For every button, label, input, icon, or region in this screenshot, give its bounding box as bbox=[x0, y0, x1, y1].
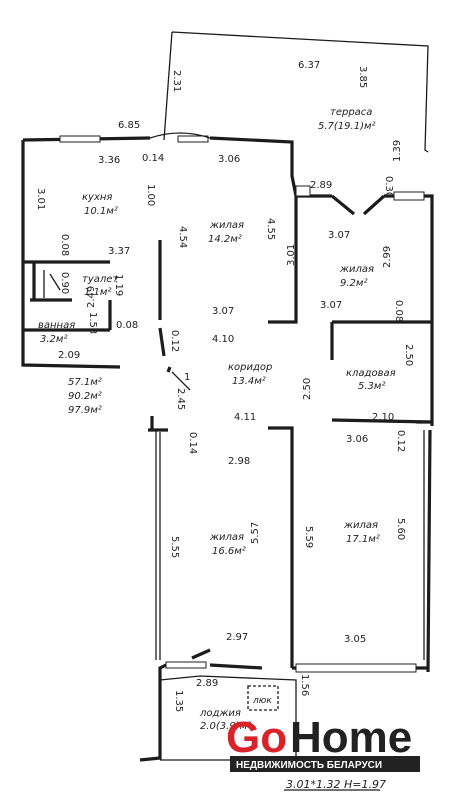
window bbox=[393, 191, 425, 201]
living4-area: 17.1м² bbox=[346, 534, 380, 545]
living1-area: 14.2м² bbox=[208, 234, 242, 245]
dim: 4.55 bbox=[265, 218, 276, 240]
dim: 0.14 bbox=[142, 153, 164, 164]
living1-name: жилая bbox=[209, 220, 244, 231]
total-2: 90.2м² bbox=[68, 391, 102, 402]
living3-name: жилая bbox=[209, 532, 244, 543]
dim: 3.37 bbox=[108, 246, 130, 257]
dim: 5.59 bbox=[303, 526, 314, 548]
dim: 2.09 bbox=[58, 350, 80, 361]
toilet-area: 1.1м² bbox=[84, 287, 111, 298]
dim: 0.12 bbox=[395, 430, 406, 452]
bathroom-name: ванная bbox=[38, 320, 75, 331]
toilet-fixture bbox=[43, 270, 61, 298]
dim: 2.50 bbox=[403, 344, 414, 366]
dim: 3.07 bbox=[320, 300, 342, 311]
storage-area: 5.3м² bbox=[358, 381, 385, 392]
dim: 2.49 bbox=[86, 286, 97, 308]
gohome-logo: Go Home НЕДВИЖИМОСТЬ БЕЛАРУСИ bbox=[226, 713, 420, 772]
logo-go: Go bbox=[226, 713, 287, 762]
internal-wall bbox=[24, 196, 433, 668]
dim: 2.89 bbox=[196, 678, 218, 689]
dim: 3.05 bbox=[344, 634, 366, 645]
left-wall-line bbox=[155, 430, 161, 660]
window bbox=[295, 663, 417, 673]
kitchen-area: 10.1м² bbox=[84, 206, 118, 217]
dim: 2.89 bbox=[310, 180, 332, 191]
terrace-door bbox=[330, 194, 386, 216]
dim: 2.31 bbox=[171, 70, 182, 92]
dim: 3.36 bbox=[98, 155, 120, 166]
dim: 6.37 bbox=[298, 60, 320, 71]
corridor-area: 13.4м² bbox=[232, 376, 266, 387]
dim: 1.35 bbox=[173, 690, 184, 712]
dim: 3.85 bbox=[357, 66, 368, 88]
corridor-name: коридор bbox=[228, 362, 272, 373]
logo-home: Home bbox=[290, 713, 412, 762]
loggia-area: 2.0(3.9)м² bbox=[200, 721, 251, 732]
logo-tagline: НЕДВИЖИМОСТЬ БЕЛАРУСИ bbox=[236, 760, 382, 771]
living4-name: жилая bbox=[343, 520, 378, 531]
hatch-box bbox=[247, 685, 279, 711]
storage-name: кладовая bbox=[346, 368, 396, 379]
dim: 1.39 bbox=[392, 140, 403, 162]
terrace-name: терраса bbox=[330, 107, 372, 118]
dim: 1.56 bbox=[299, 674, 310, 696]
logo-tagline-bg bbox=[230, 756, 420, 772]
dim: 3.07 bbox=[328, 230, 350, 241]
terrace-outline bbox=[163, 31, 429, 153]
dim: 3.06 bbox=[346, 434, 368, 445]
corridor-mark bbox=[171, 371, 191, 391]
dim: 0.90 bbox=[59, 272, 70, 294]
dim: 2.45 bbox=[175, 388, 186, 410]
dim: 1.53 bbox=[87, 312, 98, 334]
dim: 6.85 bbox=[118, 120, 140, 131]
dim: 3.07 bbox=[212, 306, 234, 317]
dim: 1.00 bbox=[145, 184, 156, 206]
dim: 4.54 bbox=[177, 226, 188, 248]
loggia-door bbox=[191, 648, 211, 660]
dim: 2.99 bbox=[382, 246, 393, 268]
dim: 0.08 bbox=[393, 300, 404, 322]
window bbox=[295, 185, 311, 197]
bathroom-area: 3.2м² bbox=[40, 334, 67, 345]
dim: 2.97 bbox=[226, 632, 248, 643]
window bbox=[165, 661, 207, 669]
window bbox=[59, 135, 101, 143]
dim: 2.10 bbox=[372, 412, 394, 423]
dim: 2.50 bbox=[302, 378, 313, 400]
dim: 1.19 bbox=[113, 274, 124, 296]
living2-area: 9.2м² bbox=[340, 278, 367, 289]
dim: 0.30 bbox=[383, 176, 394, 198]
dim: 5.60 bbox=[395, 518, 406, 540]
loggia-name: лоджия bbox=[199, 708, 241, 719]
living3-area: 16.6м² bbox=[212, 546, 246, 557]
dim: 3.06 bbox=[218, 154, 240, 165]
kitchen-door bbox=[149, 132, 211, 139]
dim: 2.98 bbox=[228, 456, 250, 467]
window bbox=[177, 135, 209, 143]
dim: 3.01 bbox=[35, 188, 46, 210]
dim: 4.11 bbox=[234, 412, 256, 423]
dim: 0.12 bbox=[169, 330, 180, 352]
hatch-label: люк bbox=[252, 696, 272, 706]
terrace-area: 5.7(19.1)м² bbox=[318, 121, 376, 132]
bottom-note: 3.01*1.32 H=1.97 bbox=[286, 778, 386, 791]
dim: 0.14 bbox=[187, 432, 198, 454]
dim: 5.55 bbox=[169, 536, 180, 558]
dim: 3.01 bbox=[286, 244, 297, 266]
dim: 5.57 bbox=[250, 522, 261, 544]
toilet-name: туалет bbox=[82, 274, 119, 285]
dim: 0.08 bbox=[59, 234, 70, 256]
kitchen-name: кухня bbox=[82, 192, 112, 203]
dim: 1 bbox=[184, 372, 190, 383]
dim: 0.08 bbox=[116, 320, 138, 331]
dim: 4.10 bbox=[212, 334, 234, 345]
total-3: 97.9м² bbox=[68, 405, 102, 416]
total-1: 57.1м² bbox=[68, 377, 102, 388]
living2-name: жилая bbox=[339, 264, 374, 275]
